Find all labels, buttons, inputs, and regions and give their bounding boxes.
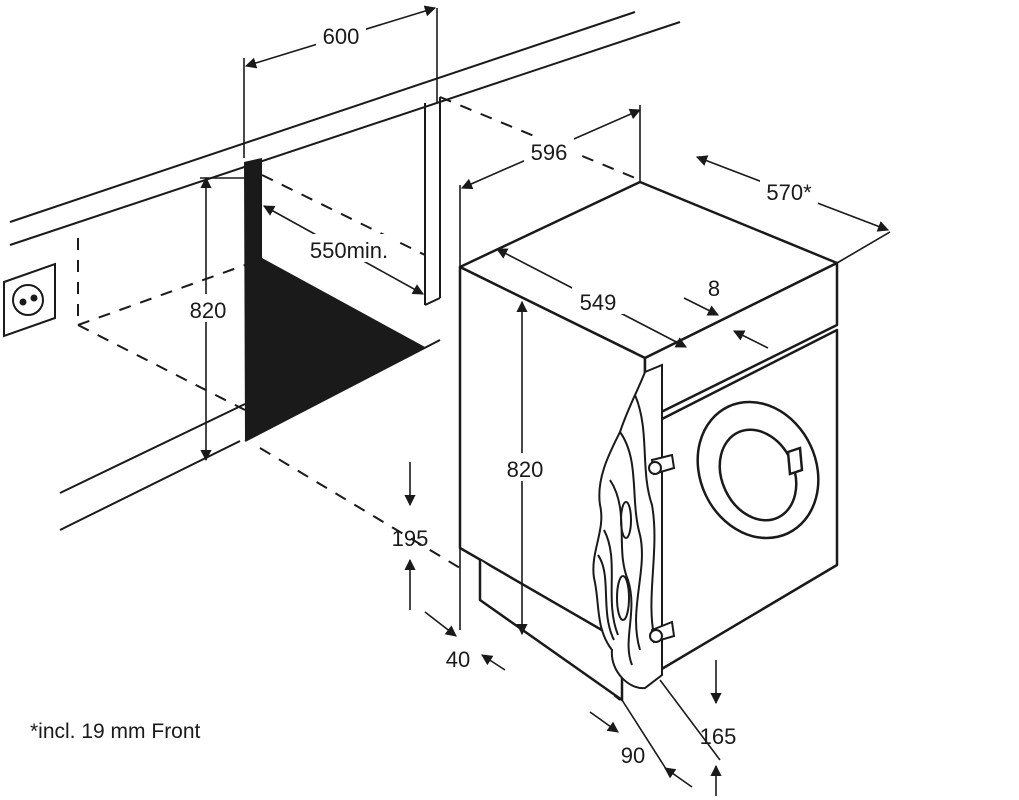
- top-panel-offset-label: 8: [708, 276, 720, 301]
- niche-height-label: 820: [190, 298, 227, 323]
- machine-height-label: 820: [507, 457, 544, 482]
- wood-front-panel: [592, 363, 676, 690]
- wall-socket-icon: [3, 262, 56, 338]
- plinth-recess-label: 40: [446, 647, 470, 672]
- niche-width-label: 600: [323, 24, 360, 49]
- machine-depth-label: 570*: [766, 180, 812, 205]
- cabinet-side-panel: [424, 97, 441, 306]
- footnote: *incl. 19 mm Front: [30, 720, 201, 743]
- worktop: [9, 11, 681, 246]
- door-bottom-height-label: 165: [700, 724, 737, 749]
- niche-depth-min-label: 550min.: [310, 238, 388, 263]
- niche-opening: [244, 158, 425, 441]
- top-panel-depth-label: 549: [580, 290, 617, 315]
- door-offset-label: 90: [621, 743, 645, 768]
- door-porthole: [696, 400, 820, 540]
- dimension-labels: 600 596 570* 550min. 820 820 549 8 195 4…: [184, 20, 818, 768]
- plinth-height-label: 195: [392, 526, 429, 551]
- machine-width-label: 596: [531, 140, 568, 165]
